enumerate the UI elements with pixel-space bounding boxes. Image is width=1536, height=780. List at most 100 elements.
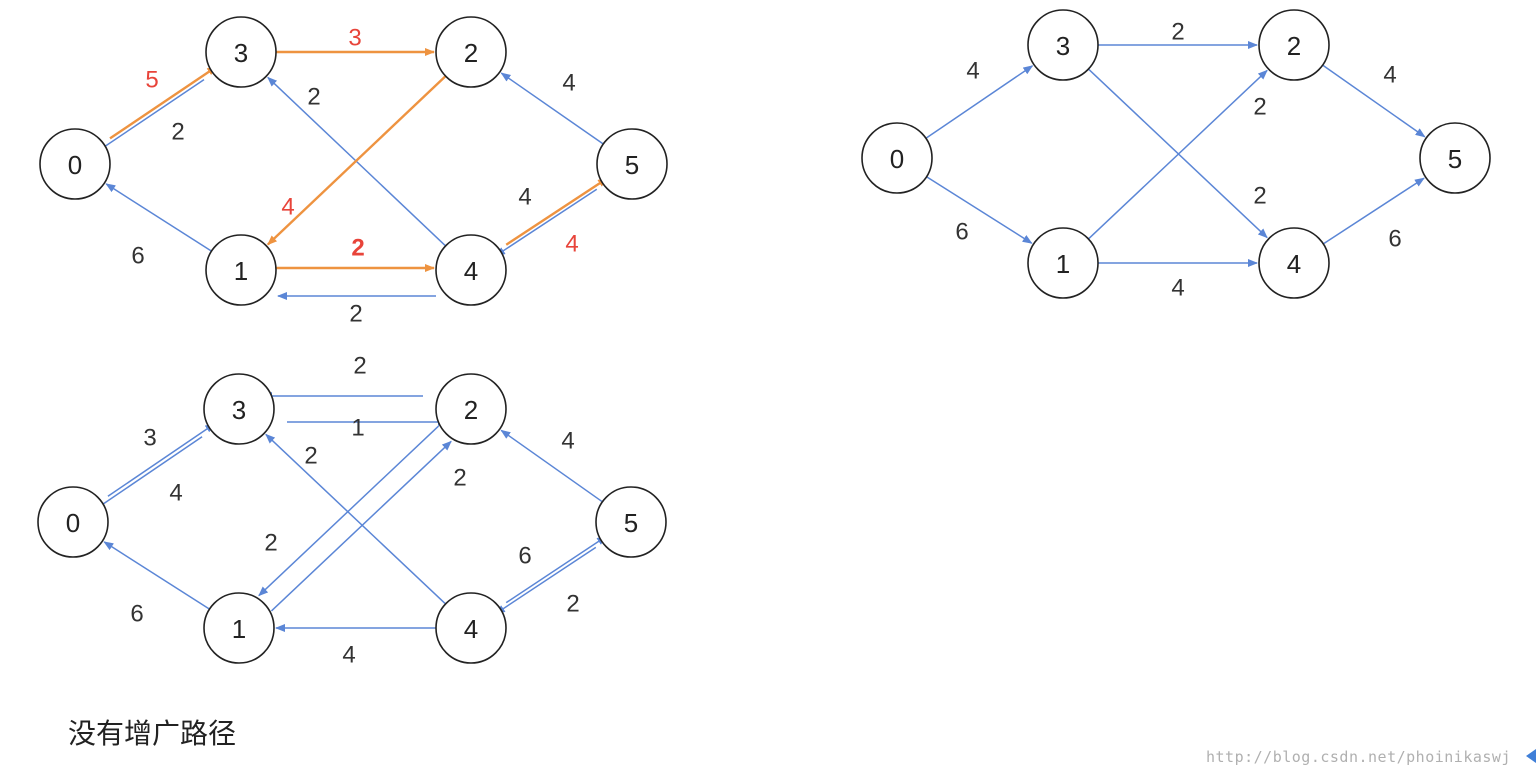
node-4: 4 bbox=[435, 234, 507, 306]
edge-label-3-2: 2 bbox=[1171, 19, 1184, 46]
node-circle bbox=[1258, 227, 1330, 299]
edge-label-3-4: 2 bbox=[1253, 183, 1266, 210]
node-label: 2 bbox=[464, 395, 478, 425]
node-label: 0 bbox=[890, 144, 904, 174]
edge-label-3-0: 4 bbox=[169, 480, 182, 507]
edge-label-1-4: 2 bbox=[351, 235, 364, 262]
node-label: 5 bbox=[1448, 144, 1462, 174]
edge-label-3-2: 3 bbox=[348, 25, 361, 52]
edge-0-1 bbox=[926, 176, 1033, 244]
edge-label-1-2: 2 bbox=[453, 465, 466, 492]
edge-3-0 bbox=[94, 436, 203, 510]
edge-label-1-0: 6 bbox=[130, 601, 143, 628]
edge-label-2-5: 4 bbox=[1383, 62, 1396, 89]
node-circle bbox=[435, 16, 507, 88]
edge-4-3 bbox=[265, 433, 447, 605]
node-label: 3 bbox=[232, 395, 246, 425]
edge-label-2-1: 2 bbox=[264, 530, 277, 557]
edge-label-0-1: 6 bbox=[955, 219, 968, 246]
edge-3-0 bbox=[96, 78, 205, 152]
arrow-left-icon bbox=[1526, 749, 1536, 763]
edge-label-3-0: 2 bbox=[171, 119, 184, 146]
edge-2-1 bbox=[267, 75, 447, 246]
edge-5-2 bbox=[500, 429, 603, 503]
edge-2-1 bbox=[258, 425, 440, 597]
node-label: 1 bbox=[1056, 249, 1070, 279]
edge-label-2-1: 4 bbox=[281, 194, 294, 221]
edge-label-0-3: 5 bbox=[145, 67, 158, 94]
edge-3-4 bbox=[1087, 68, 1268, 239]
node-label: 4 bbox=[464, 256, 478, 286]
node-circle bbox=[435, 234, 507, 306]
edge-label-5-4: 4 bbox=[518, 184, 531, 211]
edge-label-0-3: 4 bbox=[966, 58, 979, 85]
node-0: 0 bbox=[39, 128, 111, 200]
node-4: 4 bbox=[435, 592, 507, 664]
node-5: 5 bbox=[596, 128, 668, 200]
node-label: 5 bbox=[625, 150, 639, 180]
node-circle bbox=[203, 373, 275, 445]
edge-label-4-3: 2 bbox=[307, 84, 320, 111]
node-label: 2 bbox=[464, 38, 478, 68]
node-circle bbox=[861, 122, 933, 194]
edge-1-2 bbox=[1087, 69, 1268, 240]
node-circle bbox=[37, 486, 109, 558]
edge-label-5-2: 4 bbox=[561, 428, 574, 455]
node-circle bbox=[1027, 227, 1099, 299]
edge-label-4-1: 2 bbox=[349, 301, 362, 328]
node-label: 3 bbox=[234, 38, 248, 68]
caption: 没有增广路径 bbox=[68, 717, 237, 750]
node-circle bbox=[205, 234, 277, 306]
edge-label-4-5: 2 bbox=[566, 591, 579, 618]
node-circle bbox=[596, 128, 668, 200]
node-1: 1 bbox=[205, 234, 277, 306]
edge-label-5-4: 6 bbox=[518, 543, 531, 570]
edge-5-4 bbox=[495, 546, 597, 615]
node-circle bbox=[435, 373, 507, 445]
node-circle bbox=[39, 128, 111, 200]
node-2: 2 bbox=[1258, 9, 1330, 81]
edge-0-3 bbox=[107, 423, 216, 497]
node-label: 1 bbox=[232, 614, 246, 644]
edge-5-2 bbox=[500, 72, 604, 145]
node-3: 3 bbox=[1027, 9, 1099, 81]
edge-0-3 bbox=[925, 65, 1034, 139]
node-2: 2 bbox=[435, 373, 507, 445]
node-2: 2 bbox=[435, 16, 507, 88]
node-circle bbox=[205, 16, 277, 88]
edge-label-4-5: 6 bbox=[1388, 226, 1401, 253]
edge-1-0 bbox=[105, 183, 212, 252]
node-label: 0 bbox=[66, 508, 80, 538]
node-circle bbox=[203, 592, 275, 664]
node-label: 4 bbox=[1287, 249, 1301, 279]
node-4: 4 bbox=[1258, 227, 1330, 299]
node-circle bbox=[595, 486, 667, 558]
edge-0-3 bbox=[109, 65, 218, 140]
edge-4-5 bbox=[1322, 177, 1425, 245]
node-1: 1 bbox=[203, 592, 275, 664]
edge-4-5 bbox=[505, 177, 608, 246]
node-circle bbox=[1027, 9, 1099, 81]
node-circle bbox=[1258, 9, 1330, 81]
watermark: http://blog.csdn.net/phoinikaswj bbox=[1206, 748, 1511, 766]
edge-label-1-4: 4 bbox=[1171, 275, 1184, 302]
edge-2-5 bbox=[1322, 64, 1426, 138]
node-0: 0 bbox=[861, 122, 933, 194]
edge-label-0-3: 3 bbox=[143, 425, 156, 452]
edge-1-0 bbox=[103, 541, 210, 610]
edge-label-4-3: 2 bbox=[304, 443, 317, 470]
edge-4-5 bbox=[505, 535, 607, 604]
edge-label-4-1: 4 bbox=[342, 642, 355, 669]
node-circle bbox=[435, 592, 507, 664]
node-label: 2 bbox=[1287, 31, 1301, 61]
node-3: 3 bbox=[203, 373, 275, 445]
edge-label-1-0: 6 bbox=[131, 243, 144, 270]
node-0: 0 bbox=[37, 486, 109, 558]
node-label: 1 bbox=[234, 256, 248, 286]
edge-label-3-2: 1 bbox=[351, 415, 364, 442]
node-label: 3 bbox=[1056, 31, 1070, 61]
edge-label-5-2: 4 bbox=[562, 70, 575, 97]
